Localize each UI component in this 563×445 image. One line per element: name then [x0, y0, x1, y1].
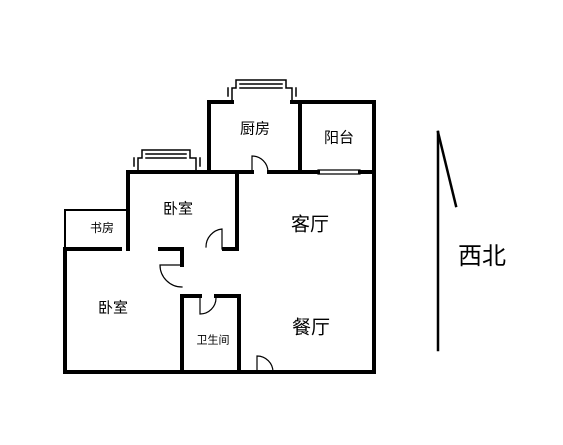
balcony-label: 阳台: [323, 128, 355, 147]
bedroom-bottom-label: 卧室: [97, 298, 129, 317]
bedroom-window: [133, 149, 210, 173]
balcony-door: [317, 169, 361, 175]
north-arrow-icon: [436, 130, 458, 352]
door-swings: [95, 155, 274, 373]
kitchen-window: [227, 79, 297, 103]
kitchen-label: 厨房: [239, 119, 271, 138]
study-label: 书房: [89, 221, 115, 235]
bedroom-top-label: 卧室: [162, 199, 194, 218]
dining-room-label: 餐厅: [291, 316, 331, 339]
compass-direction-label: 西北: [458, 242, 506, 270]
living-room-label: 客厅: [290, 213, 330, 236]
interior-walls: [158, 247, 241, 374]
bathroom-label: 卫生间: [196, 333, 230, 347]
study-outline: [64, 209, 129, 250]
